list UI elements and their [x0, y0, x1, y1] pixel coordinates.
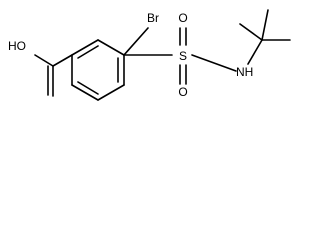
ring-bond-5	[71, 84, 99, 101]
amine-label: NH	[236, 65, 253, 79]
sulfonyl-group	[179, 27, 237, 85]
hydroxyl-label: HO	[8, 39, 26, 53]
bond-c-methyl-left	[239, 23, 263, 41]
bond-acid-ring	[52, 54, 73, 67]
oxygen-bottom-label: O	[178, 85, 187, 99]
sulfur-label: S	[179, 49, 187, 63]
ring-double-bond-1	[77, 45, 99, 59]
ring-bond-1	[71, 39, 99, 56]
carboxylic-acid-group	[34, 54, 73, 97]
ring-bond-4	[97, 84, 125, 101]
bond-s-n	[191, 54, 237, 72]
chemical-structure: Br HO S O O NH	[8, 9, 291, 101]
bond-c-oh	[34, 54, 54, 67]
bond-ring-br	[123, 27, 149, 56]
bromine-label: Br	[147, 11, 159, 25]
ring-double-bond-3	[77, 81, 99, 95]
benzene-ring	[71, 39, 125, 101]
bond-c-methyl-top	[261, 9, 269, 41]
tert-butyl-group	[239, 9, 291, 65]
bond-n-c	[247, 39, 263, 65]
oxygen-top-label: O	[178, 11, 187, 25]
ring-bond-2	[97, 39, 125, 56]
